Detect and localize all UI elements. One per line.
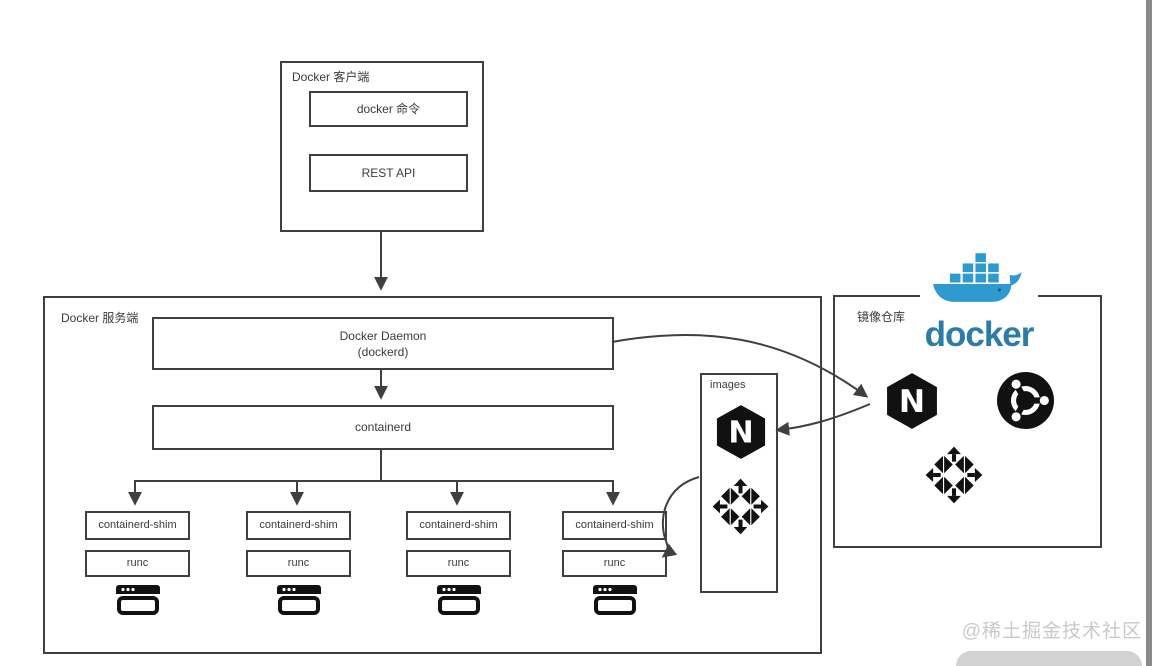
images-title: images <box>710 379 746 391</box>
docker-daemon-title: Docker Daemon <box>339 328 427 343</box>
containerd-label: containerd <box>354 420 412 434</box>
centos-logo-icon <box>925 446 983 509</box>
app-window-icon <box>436 585 481 615</box>
nginx-logo-icon: N <box>713 404 769 460</box>
svg-text:N: N <box>899 384 925 420</box>
nginx-logo-icon: N <box>883 372 941 435</box>
containerd-box: containerd <box>152 405 614 450</box>
app-window-icon <box>276 585 321 615</box>
docker-client-title: Docker 客户端 <box>292 70 370 84</box>
runc-box: runc <box>406 550 511 577</box>
container-column-1: containerd-shim runc <box>85 511 190 615</box>
runc-box: runc <box>85 550 190 577</box>
docker-whale-icon <box>920 250 1038 323</box>
rest-api-label: REST API <box>361 166 416 180</box>
svg-text:N: N <box>728 416 753 451</box>
registry-title: 镜像仓库 <box>857 310 906 324</box>
watermark-text: @稀土掘金技术社区 <box>961 621 1142 642</box>
containerd-shim-box: containerd-shim <box>246 511 351 540</box>
docker-daemon-box: Docker Daemon (dockerd) <box>152 317 614 370</box>
containerd-shim-box: containerd-shim <box>85 511 190 540</box>
app-window-icon <box>592 585 637 615</box>
runc-box: runc <box>562 550 667 577</box>
app-window-icon <box>115 585 160 615</box>
bottom-pill-button <box>956 651 1142 666</box>
centos-logo-icon <box>712 478 769 535</box>
docker-command-box: docker 命令 <box>309 91 468 127</box>
docker-logo: docker <box>920 250 1038 352</box>
container-column-3: containerd-shim runc <box>406 511 511 615</box>
runc-box: runc <box>246 550 351 577</box>
docker-server-title: Docker 服务端 <box>61 311 139 325</box>
containerd-shim-box: containerd-shim <box>406 511 511 540</box>
ubuntu-logo-icon <box>997 372 1054 434</box>
containerd-shim-box: containerd-shim <box>562 511 667 540</box>
docker-client-box: Docker 客户端 docker 命令 REST API <box>280 61 484 232</box>
container-column-4: containerd-shim runc <box>562 511 667 615</box>
scrollbar[interactable] <box>1146 0 1152 666</box>
images-box: images N <box>700 373 778 593</box>
rest-api-box: REST API <box>309 154 468 192</box>
docker-command-label: docker 命令 <box>356 102 421 116</box>
docker-daemon-subtitle: (dockerd) <box>357 344 409 359</box>
container-column-2: containerd-shim runc <box>246 511 351 615</box>
docker-wordmark: docker <box>924 315 1035 354</box>
